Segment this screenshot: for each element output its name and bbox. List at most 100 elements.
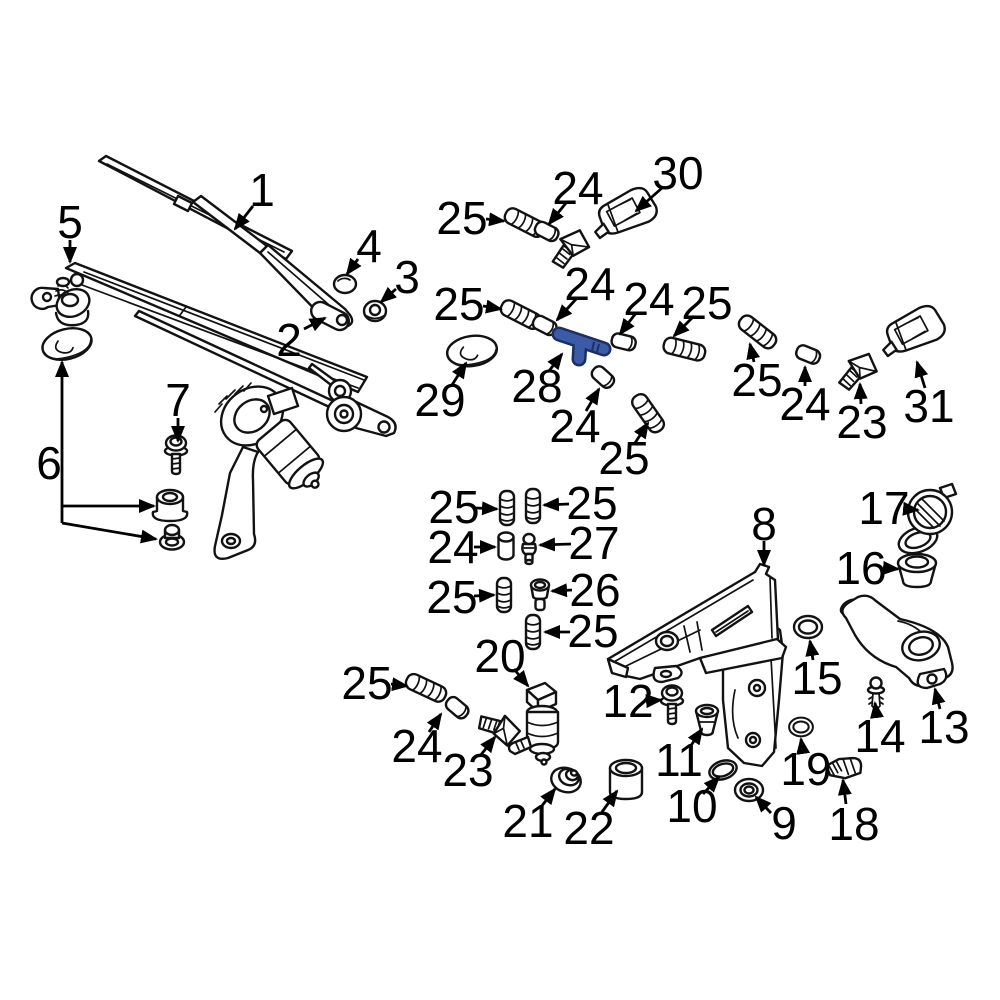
leader-line [538,537,572,552]
level-sensor-18 [824,756,863,780]
leader-line [931,687,946,710]
callout-24-hose-connector: 24 [618,273,675,336]
leader-line [902,501,920,516]
leader-line [796,737,811,755]
callout-label-9: 9 [771,797,797,849]
callout-label-20: 20 [474,630,525,682]
hose-segment-25j [402,670,450,706]
callout-label-25: 25 [426,571,477,623]
leader-line [303,316,327,332]
callout-27-check-valve: 27 [538,517,620,569]
callout-label-25: 25 [567,605,618,657]
callout-label-25: 25 [436,192,487,244]
leader-line [390,677,409,692]
leader-line [379,286,397,304]
callout-label-24: 24 [564,258,615,310]
wiper-motor [213,382,325,560]
callout-25-washer-hose: 25 [731,342,783,406]
leader-line [485,212,506,227]
callout-10-o-ring: 10 [666,775,721,832]
leader-line [233,205,255,231]
callout-24-hose-connector: 24 [779,365,831,430]
callout-25-washer-hose: 25 [598,421,650,484]
callout-label-7: 7 [165,374,191,426]
leader-line [547,352,564,372]
leader-line [539,787,557,808]
callout-4-pivot-cap: 4 [345,220,382,276]
callout-19-o-ring: 19 [780,737,832,795]
callout-label-23: 23 [836,396,887,448]
o-ring-10 [708,759,738,781]
check-valve-27 [521,532,537,566]
callout-25-washer-hose: 25 [426,571,496,623]
callout-5-wiper-pivot: 5 [57,196,83,264]
callout-label-1: 1 [249,164,275,216]
filler-cap-17 [897,482,958,555]
leader-line [687,727,704,748]
callout-2-wiper-arm: 2 [276,314,327,366]
callout-label-25: 25 [428,481,479,533]
right-pivot-crank [307,362,397,438]
callout-24-hose-connector: 24 [427,521,497,573]
callout-label-25: 25 [598,432,649,484]
callout-25-washer-hose: 25 [433,278,503,330]
callout-label-8: 8 [751,498,777,550]
hose-segment-25g [524,487,542,525]
callout-label-23: 23 [442,744,493,796]
callout-31-washer-nozzle: 31 [903,360,955,432]
washer-nozzle-31 [874,301,950,358]
callout-label-5: 5 [57,196,83,248]
callout-18-level-sensor: 18 [828,778,880,850]
callout-label-31: 31 [903,380,954,432]
callout-label-25: 25 [341,657,392,709]
callout-label-26: 26 [569,564,620,616]
leader-line [345,257,362,276]
callout-label-24: 24 [549,400,600,452]
leader-line [882,560,900,575]
callout-label-21: 21 [502,795,553,847]
callout-11-plug: 11 [655,727,704,786]
callout-16-funnel-insert: 16 [835,542,900,594]
callout-25-washer-hose: 25 [672,277,733,338]
callout-21-pump-grommet: 21 [502,787,557,847]
leader-line [853,382,868,405]
callout-label-19: 19 [780,743,831,795]
leader-line [61,521,158,544]
callout-label-14: 14 [854,710,905,762]
leader-line [547,202,568,226]
hose-connector-24f [497,531,515,561]
callout-28-y-connector-highlighted: 28 [511,352,564,412]
callout-label-28: 28 [511,360,562,412]
callout-7-bolt: 7 [165,374,191,443]
callout-label-25: 25 [681,277,732,329]
elbow-connector-23b [831,349,881,394]
callout-label-10: 10 [666,780,717,832]
y-connector-28-highlighted [551,326,612,367]
o-ring-19 [788,716,814,738]
washer-reservoir-8 [606,562,788,768]
callout-label-25: 25 [433,278,484,330]
callout-label-30: 30 [652,147,703,199]
leader-line [701,775,721,795]
leader-line [475,501,499,516]
leader-line [618,312,638,336]
wiper-linkage-assembly [30,261,397,560]
leader-line [584,387,601,412]
callout-15-o-ring: 15 [791,639,843,704]
hose-connector-24d [588,362,618,392]
callout-label-18: 18 [828,798,879,850]
callout-25-washer-hose: 25 [542,477,618,529]
leader-line [754,795,773,814]
callout-26-connector: 26 [550,564,621,616]
connector-26 [529,578,551,612]
hose-segment-25i [524,613,542,651]
callout-23-elbow-connector: 23 [836,382,888,448]
callout-label-17: 17 [858,482,909,534]
pump-grommet-21 [550,766,582,794]
leader-line [555,297,579,322]
callout-9-grommet: 9 [754,795,797,849]
left-pivot [30,276,91,327]
callout-24-hose-connector: 24 [547,162,604,226]
callout-label-24: 24 [552,162,603,214]
